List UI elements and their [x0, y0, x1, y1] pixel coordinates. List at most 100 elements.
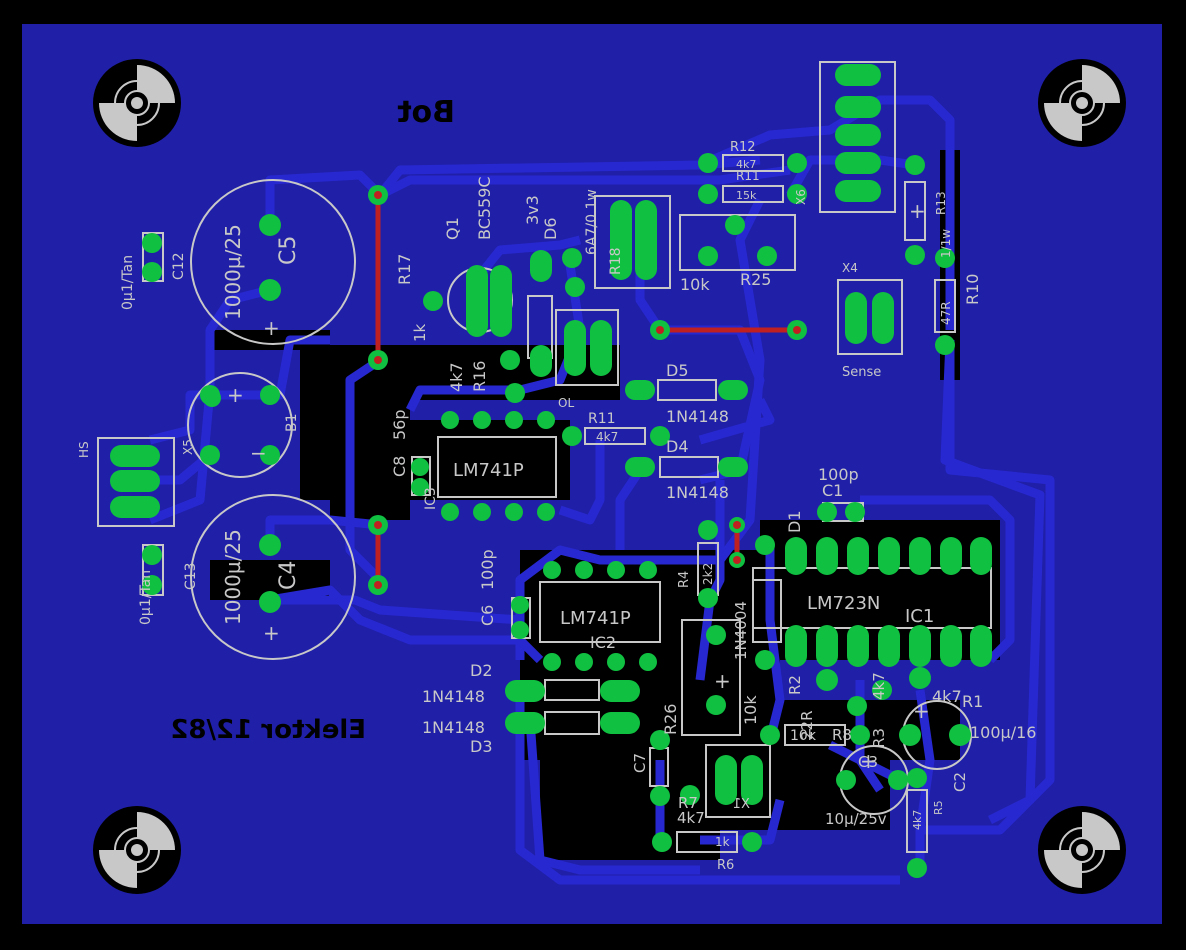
q1-value: BC559C	[475, 176, 494, 240]
mounting-hole-tl	[93, 59, 181, 147]
d5-name: D5	[666, 361, 689, 380]
x6-outline	[819, 61, 896, 213]
x4-outline	[837, 279, 903, 355]
silkscreen-labels: Bot Elektor 12/82 C5 1000µ/25 C4 1000µ/2…	[77, 95, 1036, 873]
c6-name: C6	[478, 605, 497, 626]
r18-name: R18	[608, 247, 624, 275]
c5-value: 1000µ/25	[221, 224, 245, 320]
r4-value: 2k2	[701, 563, 715, 585]
ovp-label: 6A7/0.1w	[584, 189, 600, 255]
hs-outline	[97, 437, 175, 527]
r5-value: 4k7	[911, 810, 924, 830]
mounting-hole-bl	[93, 806, 181, 894]
r12-outline	[722, 154, 784, 172]
c4-outline	[190, 494, 356, 660]
r13-value: 1/1w	[939, 229, 953, 258]
r26-value: 10k	[741, 695, 760, 725]
r25-value: 10k	[680, 275, 710, 294]
c2-name: C2	[951, 772, 969, 792]
b1-outline	[187, 372, 293, 478]
svg-text:+: +	[909, 199, 926, 223]
x1-name: X1	[733, 797, 750, 812]
r3-name: R3	[870, 728, 888, 748]
svg-text:+: +	[263, 316, 280, 340]
c4-name: C4	[276, 561, 301, 590]
r25-name: R25	[740, 270, 771, 289]
svg-text:+: +	[860, 749, 877, 773]
r2-name: R2	[786, 675, 804, 695]
d2-name: D2	[470, 661, 493, 680]
r8-name: R8	[832, 726, 852, 744]
ic3-name: IC3	[423, 487, 439, 510]
r8-outline	[784, 724, 846, 746]
c12-value: 0µ1/Tan	[120, 255, 136, 310]
c4-value: 1000µ/25	[221, 529, 245, 625]
c12-name: C12	[171, 252, 187, 280]
c1-name: C1	[822, 481, 843, 500]
mounting-hole-br	[1038, 806, 1126, 894]
r16-value: 4k7	[447, 362, 466, 392]
board-title: Bot	[397, 95, 455, 130]
ic3-outline	[437, 436, 557, 498]
q1-name: Q1	[443, 217, 462, 240]
r10-value: 47R	[939, 301, 953, 325]
r4-name: R4	[677, 571, 692, 588]
b1-name: B1	[284, 413, 300, 432]
c13-value: 0µ1/Tan	[138, 570, 154, 625]
ic2-value: LM741P	[560, 608, 631, 629]
x4-sub: Sense	[842, 365, 881, 380]
r7-value: 4k7	[677, 809, 705, 827]
d2-value: 1N4148	[422, 687, 485, 706]
r18-outline	[594, 195, 671, 289]
r13-name: R13	[934, 191, 948, 215]
r2-value: 22R	[798, 710, 816, 740]
r12-value: 4k7	[736, 158, 756, 171]
svg-text:+: +	[714, 669, 731, 693]
d1-value: 1N4004	[732, 601, 750, 660]
r26-name: R26	[661, 704, 680, 735]
ic1-name: IC1	[905, 606, 934, 627]
ic1-value: LM723N	[807, 593, 880, 614]
svg-text:+: +	[227, 383, 244, 407]
ol-outline	[555, 309, 619, 386]
c5-outline	[190, 179, 356, 345]
c8-name: C8	[390, 456, 409, 477]
c1-value: 100p	[818, 465, 859, 484]
c3-value: 10µ/25v	[825, 810, 887, 828]
d4-value: 1N4148	[666, 483, 729, 502]
r11-value: 4k7	[596, 430, 618, 444]
r11-name: R11	[588, 411, 616, 427]
r26-outline	[681, 619, 741, 736]
r5-outline	[906, 789, 928, 853]
d5-value: 1N4148	[666, 407, 729, 426]
board-credit: Elektor 12/82	[170, 715, 366, 745]
pads	[110, 64, 992, 878]
r10-name: R10	[963, 274, 982, 305]
d6-name: D6	[541, 218, 560, 241]
svg-text:+: +	[913, 699, 930, 723]
r10-outline	[934, 279, 956, 333]
r8-value: 10k	[790, 728, 817, 744]
d6-value: 3v3	[523, 195, 542, 225]
c13-name: C13	[183, 562, 199, 590]
r11b-name: R11	[736, 169, 760, 183]
d2-outline	[544, 679, 600, 701]
mounting-holes	[93, 59, 1126, 894]
r16-name: R16	[470, 361, 489, 392]
ic3-value: LM741P	[453, 460, 524, 481]
x1-outline	[705, 744, 771, 818]
r25-outline	[679, 214, 796, 271]
svg-text:+: +	[263, 621, 280, 645]
d1-name: D1	[785, 511, 804, 534]
r13-outline	[904, 181, 926, 241]
r11-outline	[584, 427, 646, 445]
traces	[148, 95, 1055, 885]
d1-outline	[752, 579, 782, 643]
d5-outline	[657, 379, 717, 401]
r11b-value: 15k	[736, 189, 757, 202]
svg-text:−: −	[250, 441, 267, 465]
r6-value: 1k	[715, 835, 730, 849]
c13-outline	[142, 544, 164, 596]
hs-name: HS	[77, 441, 91, 458]
